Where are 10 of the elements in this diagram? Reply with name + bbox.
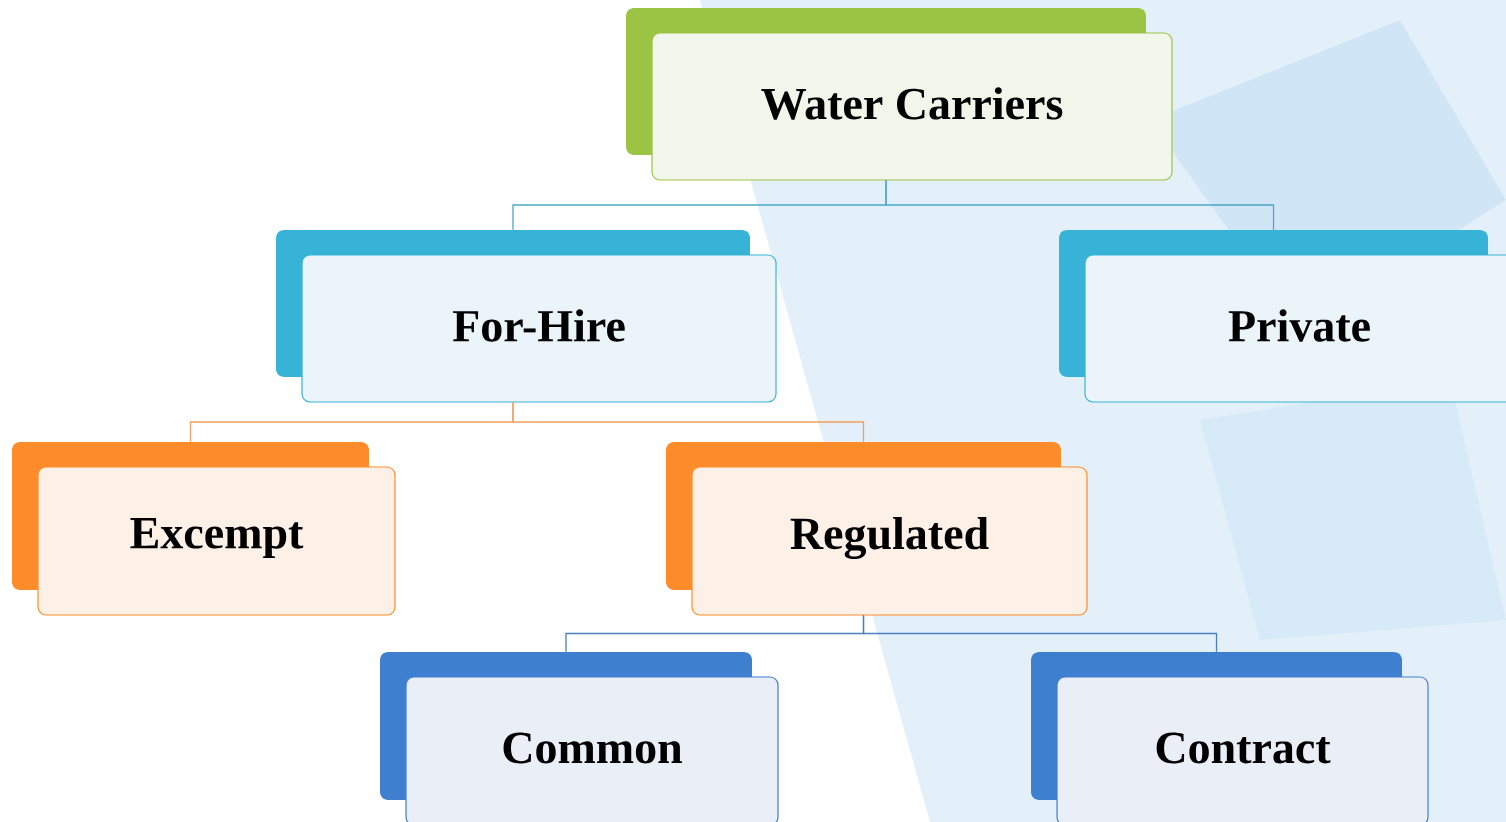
chart-box: For-Hire [276,230,777,403]
chart-box: Contract [1031,652,1429,822]
connector-line [885,179,1275,231]
chart-box: Common [380,652,779,822]
connector-line [512,401,865,443]
chart-box: Excempt [12,442,396,616]
connector-line [862,614,1218,653]
chart-box: Private [1059,230,1506,403]
chart-box: Regulated [666,442,1088,616]
chart-box: Water Carriers [626,8,1173,181]
